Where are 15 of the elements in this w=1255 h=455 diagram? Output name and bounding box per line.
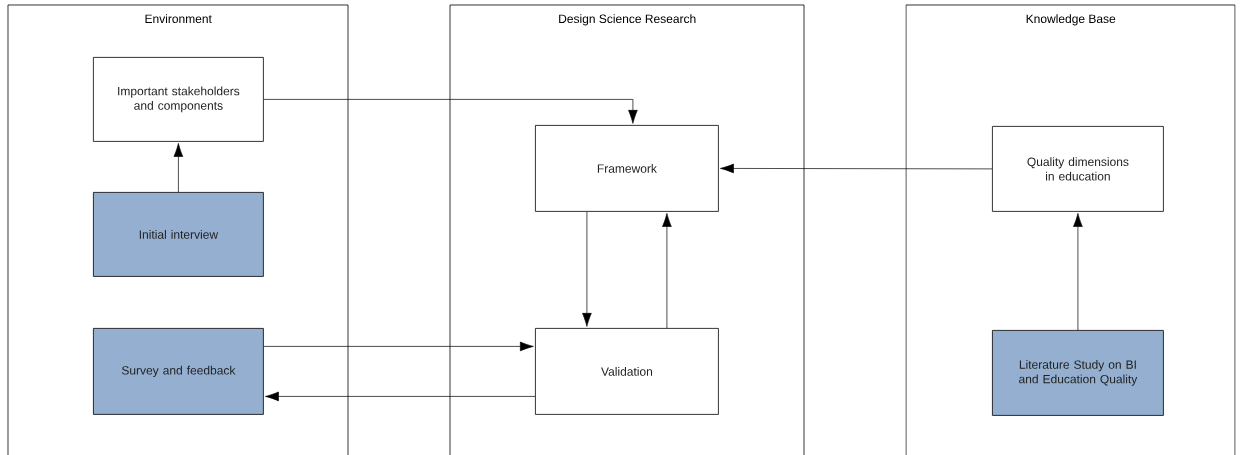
process-box: Quality dimensions in education	[992, 126, 1164, 212]
process-box: Initial interview	[93, 192, 264, 277]
arrow	[173, 143, 184, 193]
process-box: Important stakeholders and components	[93, 57, 264, 142]
arrow	[720, 163, 993, 174]
process-box: Literature Study on BI and Education Quality	[992, 330, 1164, 416]
arrow	[265, 391, 536, 402]
arrow	[263, 341, 534, 352]
arrow	[582, 211, 592, 327]
arrow	[1073, 213, 1083, 331]
process-box: Survey and feedback	[93, 328, 264, 415]
process-box: Framework	[535, 125, 719, 212]
process-box: Validation	[535, 328, 719, 415]
arrow	[662, 213, 672, 329]
arrow	[263, 99, 638, 124]
